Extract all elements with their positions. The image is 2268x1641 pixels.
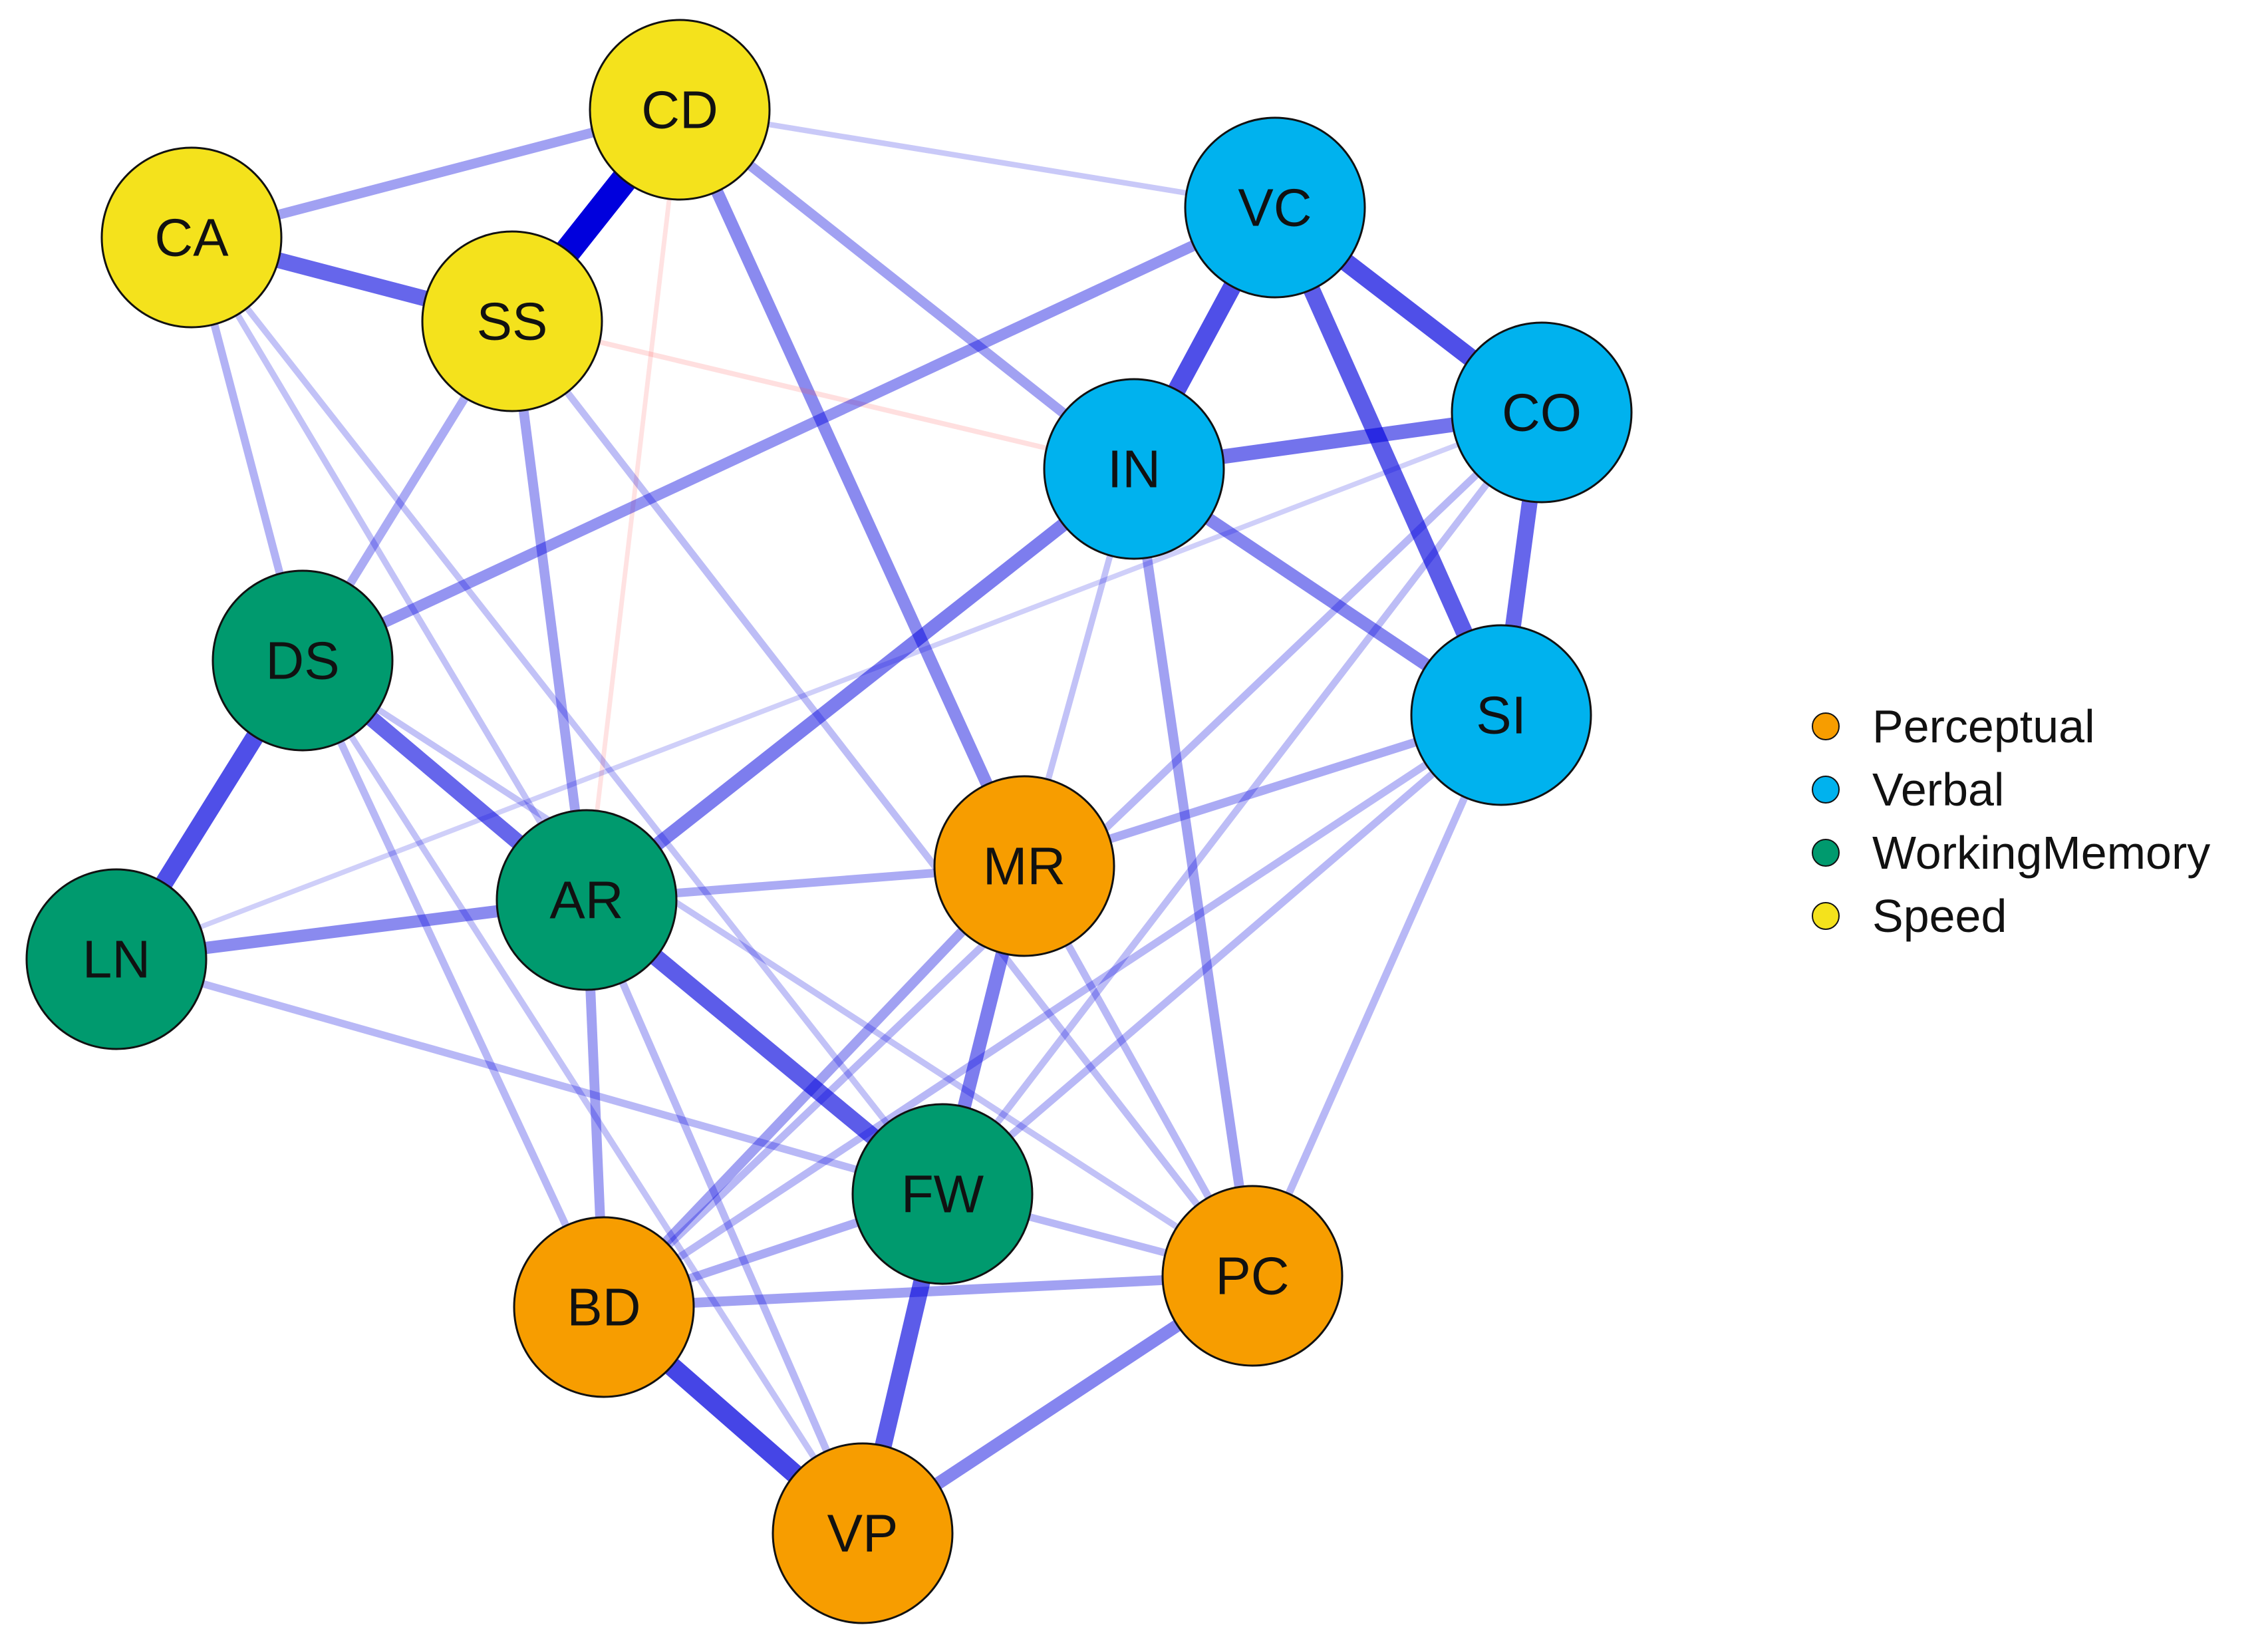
node-label: MR (983, 837, 1065, 896)
node-label: IN (1107, 440, 1161, 499)
edge-bd-pc (603, 1270, 1253, 1312)
node-circle (100, 146, 283, 329)
edge-vc-ds (300, 202, 1278, 666)
node-label: CD (641, 80, 718, 140)
node-vc: VC (1184, 116, 1366, 299)
edge-vc-si (1267, 204, 1509, 719)
node-label: PC (1215, 1247, 1289, 1306)
edge-cd-vc (679, 106, 1276, 211)
legend-item-perceptual: Perceptual (1812, 700, 2095, 752)
node-label: VP (827, 1504, 899, 1563)
legend-label: Perceptual (1872, 700, 2095, 752)
node-fw: FW (851, 1103, 1034, 1285)
node-label: VC (1238, 178, 1312, 237)
legend-swatch (1812, 712, 1840, 740)
edge-ss-pc (509, 319, 1256, 1278)
edge-ss-ar (507, 321, 592, 901)
node-ar: AR (496, 809, 678, 991)
node-cd: CD (589, 19, 771, 201)
node-ds: DS (212, 569, 394, 752)
legend-item-speed: Speed (1812, 890, 2007, 942)
edge-co-ln (115, 410, 1543, 962)
node-label: AR (549, 871, 623, 930)
edge-cd-ar (584, 109, 682, 901)
edge-ca-ar (188, 235, 590, 902)
node-bd: BD (513, 1216, 695, 1398)
node-circle (1451, 321, 1633, 504)
legend-item-verbal: Verbal (1812, 764, 2004, 816)
edge-cd-mr (674, 107, 1030, 869)
node-si: SI (1410, 624, 1592, 806)
node-ss: SS (421, 230, 603, 412)
node-circle (589, 19, 771, 201)
node-label: BD (567, 1278, 640, 1337)
edge-ss-in (511, 319, 1135, 472)
legend-swatch (1812, 902, 1840, 930)
node-circle (421, 230, 603, 412)
legend-swatch (1812, 776, 1840, 804)
node-circle (851, 1103, 1034, 1285)
node-circle (1043, 378, 1225, 560)
legend-label: WorkingMemory (1872, 827, 2210, 879)
edge-in-ar (582, 464, 1139, 905)
node-label: SS (477, 292, 548, 351)
edge-ca-fw (189, 235, 945, 1196)
node-circle (933, 775, 1115, 957)
node-circle (513, 1216, 695, 1398)
node-pc: PC (1161, 1185, 1344, 1367)
node-ca: CA (100, 146, 283, 329)
edge-si-pc (1248, 713, 1505, 1278)
edge-co-fw (939, 410, 1545, 1197)
node-label: LN (82, 930, 150, 989)
edge-ar-vp (583, 898, 867, 1535)
edge-si-fw (940, 712, 1504, 1197)
node-ln: LN (25, 868, 208, 1050)
node-circle (1161, 1185, 1344, 1367)
edge-ds-bd (299, 659, 608, 1309)
nodes-layer: CD CA SS VC CO IN SI DS LN AR FW MR BD PC VP (25, 19, 1633, 1624)
node-label: CO (1502, 383, 1582, 442)
legend-item-working-memory: WorkingMemory (1812, 827, 2210, 879)
edge-si-bd (601, 712, 1504, 1310)
legend-swatch (1812, 839, 1840, 867)
edge-ln-fw (115, 955, 944, 1198)
edge-ds-pc (301, 658, 1254, 1278)
edge-in-pc (1129, 468, 1258, 1277)
node-circle (1410, 624, 1592, 806)
node-in: IN (1043, 378, 1225, 560)
node-circle (25, 868, 208, 1050)
node-label: FW (901, 1165, 984, 1224)
node-label: DS (265, 631, 339, 690)
node-label: CA (154, 208, 229, 267)
legend-label: Speed (1872, 890, 2007, 942)
legend-label: Verbal (1872, 764, 2004, 816)
node-circle (496, 809, 678, 991)
edge-ds-vp (300, 659, 865, 1535)
node-vp: VP (772, 1442, 954, 1624)
edge-cd-in (676, 106, 1137, 473)
node-circle (772, 1442, 954, 1624)
node-circle (1184, 116, 1366, 299)
node-label: SI (1476, 686, 1526, 745)
node-co: CO (1451, 321, 1633, 504)
edge-mr-bd (600, 862, 1028, 1311)
node-circle (212, 569, 394, 752)
node-mr: MR (933, 775, 1115, 957)
